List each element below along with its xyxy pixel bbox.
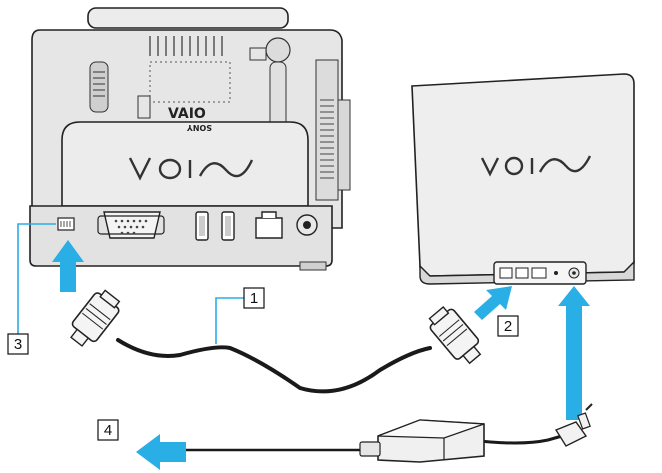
laptop-dc-in-pin bbox=[572, 271, 576, 275]
callout-2-label: 2 bbox=[504, 318, 512, 335]
dock-grille bbox=[149, 61, 231, 103]
dock-vent-slots bbox=[320, 99, 334, 179]
callout-3-group: 3 bbox=[7, 223, 56, 355]
laptop-lid bbox=[411, 73, 635, 277]
dock-slider-switch bbox=[89, 61, 109, 113]
dock-ethernet-clip bbox=[261, 211, 277, 218]
dock-small-port bbox=[249, 47, 267, 61]
adapter-top bbox=[377, 419, 485, 439]
callout-1-label: 1 bbox=[250, 290, 258, 307]
adapter-ac-inlet bbox=[359, 441, 381, 457]
callout-2-box bbox=[497, 315, 519, 337]
dock-usb-tongue-2 bbox=[225, 216, 231, 236]
dock-back-ribs bbox=[149, 36, 223, 56]
dock-side-latch bbox=[337, 99, 351, 191]
callout-3-label: 3 bbox=[14, 336, 22, 353]
dock-release-knob bbox=[265, 37, 291, 63]
dock-slider-ridges bbox=[93, 71, 105, 97]
laptop-modem-port bbox=[515, 267, 529, 279]
dock-vga-pins bbox=[114, 219, 148, 235]
dock-lan-port bbox=[57, 217, 75, 231]
dock-vaio-logo bbox=[128, 157, 254, 181]
dock-front-cover bbox=[61, 121, 309, 207]
dock-dc-in-pin bbox=[303, 221, 311, 229]
callout-1-leader bbox=[215, 297, 244, 344]
arrow-up-to-dock bbox=[52, 240, 84, 292]
callout-4-group: 4 bbox=[97, 419, 119, 441]
lan-cable-wire bbox=[116, 338, 432, 394]
dock-top-handle bbox=[87, 7, 289, 29]
arrow-up-to-laptop-dc bbox=[558, 286, 590, 420]
dock-foot bbox=[299, 261, 327, 271]
laptop-indicator bbox=[554, 271, 558, 275]
callout-1-box bbox=[243, 287, 265, 309]
ac-adapter bbox=[180, 403, 593, 463]
arrow-to-laptop-lan bbox=[474, 286, 512, 320]
dock-lan-pins bbox=[60, 221, 71, 227]
arrow-to-wall-outlet bbox=[136, 434, 186, 470]
dock-tab bbox=[137, 95, 151, 119]
dock-back-logo: VAIO bbox=[168, 106, 206, 122]
laptop-lan-port bbox=[499, 267, 513, 279]
dock-ethernet-port bbox=[255, 217, 283, 239]
dock-vga-frame bbox=[97, 215, 165, 235]
callout-4-label: 4 bbox=[104, 422, 112, 439]
dock-sony-logo: SONY bbox=[187, 123, 212, 132]
lan-plug-right bbox=[428, 306, 482, 365]
laptop-usb-port bbox=[531, 267, 547, 279]
lan-cable bbox=[70, 289, 482, 394]
callout-3-box bbox=[7, 333, 29, 355]
laptop bbox=[411, 73, 635, 285]
callout-2-group: 2 bbox=[497, 315, 519, 337]
laptop-vaio-logo bbox=[480, 155, 592, 177]
callout-3-leader bbox=[17, 223, 56, 334]
docking-station: VAIO SONY bbox=[29, 7, 351, 271]
callout-4-box bbox=[97, 419, 119, 441]
callout-1-group: 1 bbox=[215, 287, 265, 344]
dock-vga-port bbox=[103, 211, 161, 239]
adapter-dc-plug bbox=[554, 403, 593, 447]
dock-usb-tongue-1 bbox=[199, 216, 205, 236]
lan-plug-left bbox=[70, 289, 121, 347]
